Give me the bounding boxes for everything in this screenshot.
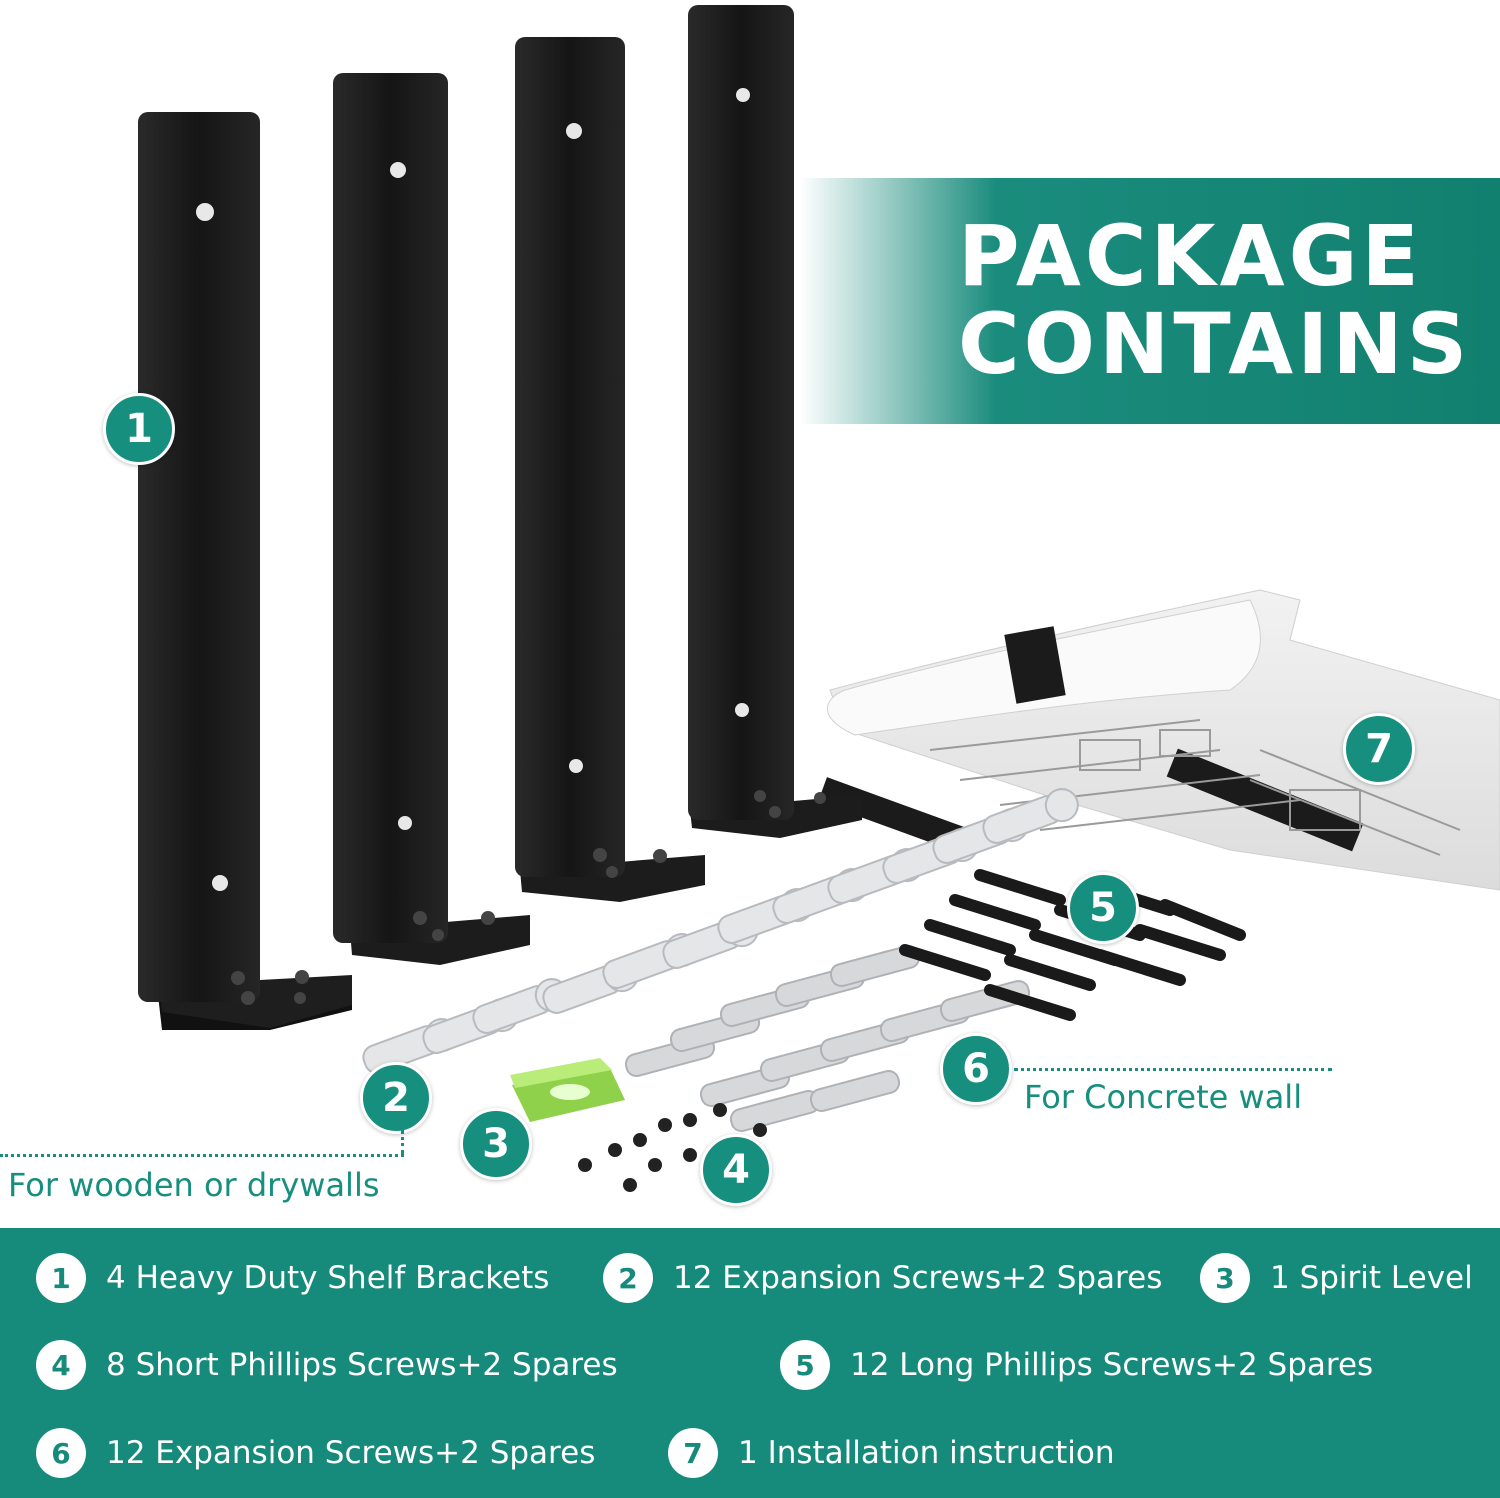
legend-text: 1 Spirit Level bbox=[1270, 1260, 1473, 1296]
legend-item-2: 2 12 Expansion Screws+2 Spares bbox=[603, 1253, 1162, 1303]
shelf-bracket-3 bbox=[515, 37, 705, 902]
legend-text: 12 Expansion Screws+2 Spares bbox=[106, 1435, 596, 1471]
legend-number: 2 bbox=[603, 1253, 653, 1303]
legend-number: 6 bbox=[36, 1428, 86, 1478]
drywall-anchors bbox=[362, 788, 1079, 1074]
legend-text: 4 Heavy Duty Shelf Brackets bbox=[106, 1260, 550, 1296]
note-wooden-drywalls: For wooden or drywalls bbox=[8, 1166, 380, 1204]
legend-text: 1 Installation instruction bbox=[738, 1435, 1115, 1471]
legend-text: 8 Short Phillips Screws+2 Spares bbox=[106, 1347, 618, 1383]
legend-item-3: 3 1 Spirit Level bbox=[1200, 1253, 1473, 1303]
shelf-bracket-1 bbox=[138, 112, 352, 1030]
legend-item-5: 5 12 Long Phillips Screws+2 Spares bbox=[780, 1340, 1373, 1390]
headline-line-1: PACKAGE bbox=[958, 207, 1423, 305]
callout-1: 1 bbox=[103, 393, 175, 465]
legend-text: 12 Long Phillips Screws+2 Spares bbox=[850, 1347, 1374, 1383]
legend-item-1: 1 4 Heavy Duty Shelf Brackets bbox=[36, 1253, 549, 1303]
callout-2: 2 bbox=[360, 1062, 432, 1134]
shelf-bracket-2 bbox=[333, 73, 530, 965]
shelf-bracket-4 bbox=[688, 5, 862, 838]
instruction-sheet bbox=[818, 589, 1500, 891]
wood-guide-vertical bbox=[401, 1130, 404, 1154]
callout-5: 5 bbox=[1067, 872, 1139, 944]
wood-guide-horizontal bbox=[0, 1154, 404, 1157]
callout-7: 7 bbox=[1343, 713, 1415, 785]
legend-number: 3 bbox=[1200, 1253, 1250, 1303]
legend-number: 1 bbox=[36, 1253, 86, 1303]
legend-number: 4 bbox=[36, 1340, 86, 1390]
note-concrete-wall: For Concrete wall bbox=[1024, 1078, 1303, 1116]
contents-legend: 1 4 Heavy Duty Shelf Brackets 2 12 Expan… bbox=[0, 1228, 1500, 1498]
long-phillips-screws bbox=[899, 869, 1246, 1021]
callout-3: 3 bbox=[460, 1108, 532, 1180]
callout-6: 6 bbox=[940, 1033, 1012, 1105]
legend-text: 12 Expansion Screws+2 Spares bbox=[673, 1260, 1163, 1296]
legend-number: 7 bbox=[668, 1428, 718, 1478]
legend-number: 5 bbox=[780, 1340, 830, 1390]
legend-item-7: 7 1 Installation instruction bbox=[668, 1428, 1115, 1478]
short-phillips-screws bbox=[578, 1103, 767, 1192]
legend-item-4: 4 8 Short Phillips Screws+2 Spares bbox=[36, 1340, 618, 1390]
callout-4: 4 bbox=[700, 1134, 772, 1206]
headline-line-2: CONTAINS bbox=[958, 295, 1472, 393]
legend-item-6: 6 12 Expansion Screws+2 Spares bbox=[36, 1428, 595, 1478]
spirit-level bbox=[510, 1058, 625, 1122]
headline-banner bbox=[800, 178, 1500, 424]
concrete-guide-horizontal bbox=[1014, 1068, 1332, 1071]
